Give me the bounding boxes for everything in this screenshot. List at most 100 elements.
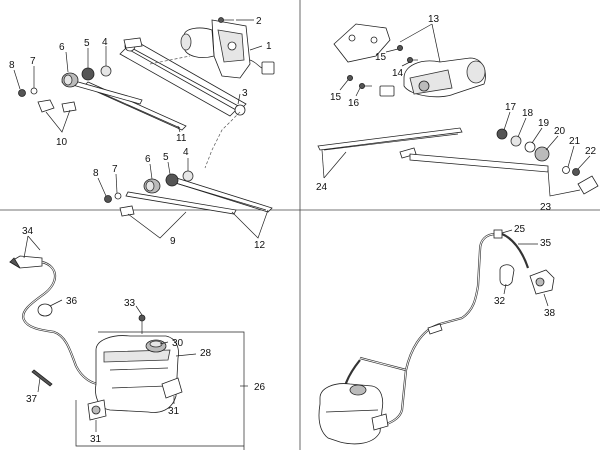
rear-bracket-hole-2	[370, 36, 378, 44]
rear-leaders	[321, 23, 591, 197]
front-washer-hose-inner	[22, 261, 101, 385]
nut-8-lower	[104, 195, 112, 203]
leader-21	[567, 145, 575, 168]
hose-connector-25	[493, 229, 503, 239]
rear-motor-shaft	[418, 80, 430, 92]
leader-15a	[385, 48, 399, 53]
nut-5-upper	[81, 67, 95, 81]
front-wiper-blade-lower	[165, 175, 273, 213]
leader-13b	[431, 23, 441, 63]
leader-14	[401, 61, 411, 67]
blade-rubber-upper	[89, 87, 181, 129]
callout-7-lower: 7	[112, 164, 118, 175]
washer-leaders	[23, 235, 248, 432]
leader-17	[503, 111, 511, 131]
rear-motor-bracket	[333, 23, 391, 63]
leader-37	[37, 377, 41, 393]
leader-11	[177, 125, 181, 133]
bracket-hole	[227, 41, 237, 51]
callout-8-upper: 8	[9, 60, 15, 71]
cap-20	[534, 146, 550, 162]
rear-hose-35	[501, 232, 530, 269]
leader-15b	[339, 79, 349, 91]
washer-7-upper	[30, 87, 38, 95]
rear-jet-nozzle	[535, 277, 545, 287]
leader-28	[175, 353, 197, 357]
rear-washer-tank	[318, 383, 384, 445]
leader-24b	[323, 151, 347, 179]
linkage-mount	[123, 37, 143, 49]
callout-5-upper: 5	[84, 38, 90, 49]
rear-washer-leaders	[501, 229, 549, 307]
screw-33-head	[138, 314, 146, 322]
rear-hose-clip	[427, 323, 443, 335]
leader-22	[577, 155, 591, 170]
callout-28: 28	[200, 348, 212, 359]
washer-19	[524, 141, 536, 153]
pump-left-port	[91, 405, 101, 415]
callout-4-lower: 4	[183, 147, 189, 158]
callout-22: 22	[585, 146, 597, 157]
nut-17	[496, 128, 508, 140]
callout-36: 36	[66, 296, 78, 307]
leader-9	[127, 211, 187, 239]
washer-15b	[346, 75, 353, 82]
leader-12	[231, 209, 269, 239]
callout-13: 13	[428, 14, 440, 25]
callout-35: 35	[540, 238, 552, 249]
leader-19	[531, 127, 543, 144]
leader-23	[547, 169, 581, 197]
callout-16: 16	[348, 98, 360, 109]
screw-2-head	[218, 17, 224, 23]
callout-33: 33	[124, 298, 136, 309]
cover-cap-10b	[61, 101, 77, 113]
callout-34: 34	[22, 226, 34, 237]
washer-18	[510, 135, 522, 147]
rear-tank-rib	[325, 409, 379, 413]
motor-connector	[261, 61, 275, 75]
nut-22	[572, 168, 580, 176]
callout-18: 18	[522, 108, 534, 119]
leader-34b	[27, 235, 41, 251]
front-washer-assembly: 34 36 37 33 30 28 26 31 31	[9, 226, 266, 450]
leader-20	[545, 135, 559, 151]
wiper-motor	[183, 27, 215, 58]
leader-8a	[13, 69, 21, 90]
callout-31-right: 31	[168, 406, 180, 417]
callout-32: 32	[494, 296, 506, 307]
callout-31-left: 31	[90, 434, 102, 445]
washer-4-lower	[182, 170, 194, 182]
rear-wiper-arm	[409, 153, 549, 173]
tank-rib-1	[109, 367, 169, 371]
leader-16	[355, 87, 361, 97]
linkage-pivot-right	[234, 104, 246, 116]
leader-8b	[97, 177, 107, 197]
rear-washer-hose-inner	[371, 233, 497, 429]
screw-16-head	[358, 83, 365, 90]
callout-23: 23	[540, 202, 552, 213]
leader-5b	[167, 161, 171, 175]
motor-end-cap	[180, 33, 192, 51]
rear-wiper-assembly: 13 14 15 15 16 17 18 19 20 21 22 23 24	[316, 14, 599, 213]
leader-6b	[149, 163, 153, 180]
callout-8-lower: 8	[93, 168, 99, 179]
callout-6-lower: 6	[145, 154, 151, 165]
hose-clip	[37, 303, 53, 317]
rear-washer-hose-link-inner	[359, 357, 407, 371]
washer-tank-cap-top	[149, 340, 163, 348]
callout-14: 14	[392, 68, 404, 79]
cable-tie	[31, 369, 53, 387]
callout-2: 2	[256, 16, 262, 27]
pivot-cap-inner-lower	[145, 180, 155, 192]
callout-20: 20	[554, 126, 566, 137]
pivot-cap-inner-upper	[63, 74, 73, 86]
front-leaders	[13, 19, 269, 239]
callout-7-upper: 7	[30, 56, 36, 67]
leader-36	[49, 299, 63, 307]
rear-wiper-blade	[317, 127, 463, 151]
callout-9: 9	[170, 236, 176, 247]
leader-33	[135, 305, 143, 316]
leader-13a	[399, 23, 433, 43]
